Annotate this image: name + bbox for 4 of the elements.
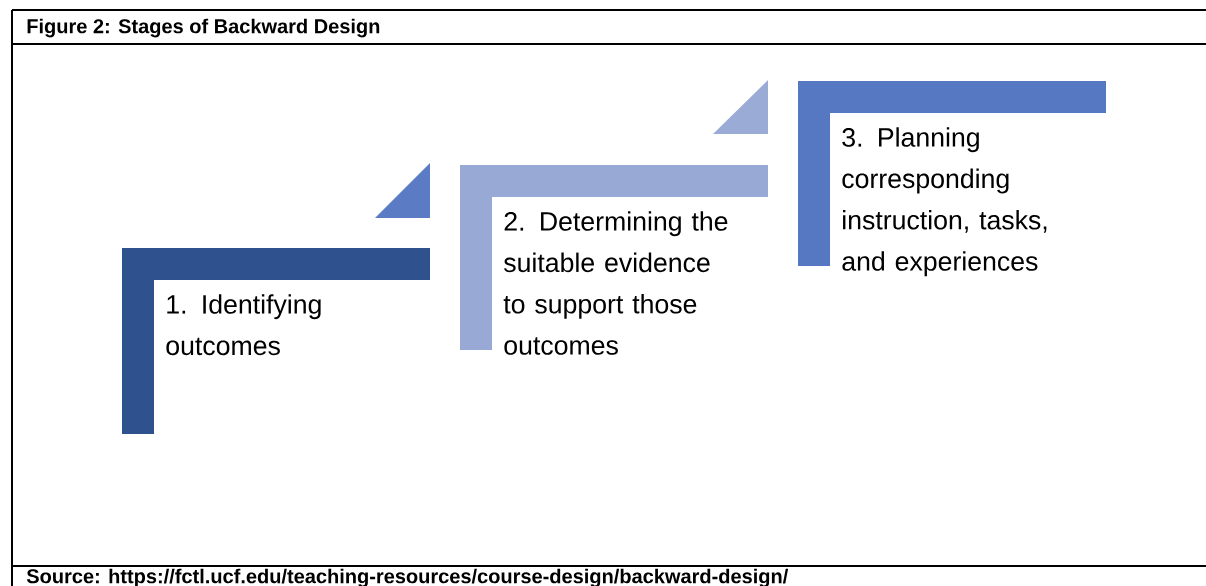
- step-block: 3. Planning corresponding instruction, tasks, and experiences: [798, 81, 1106, 277]
- figure-title: Figure 2: Stages of Backward Design: [27, 18, 380, 38]
- step-block: 2. Determining the suitable evidence to support those outcomes: [460, 165, 768, 355]
- step-block: 1. Identifying outcomes: [122, 248, 430, 434]
